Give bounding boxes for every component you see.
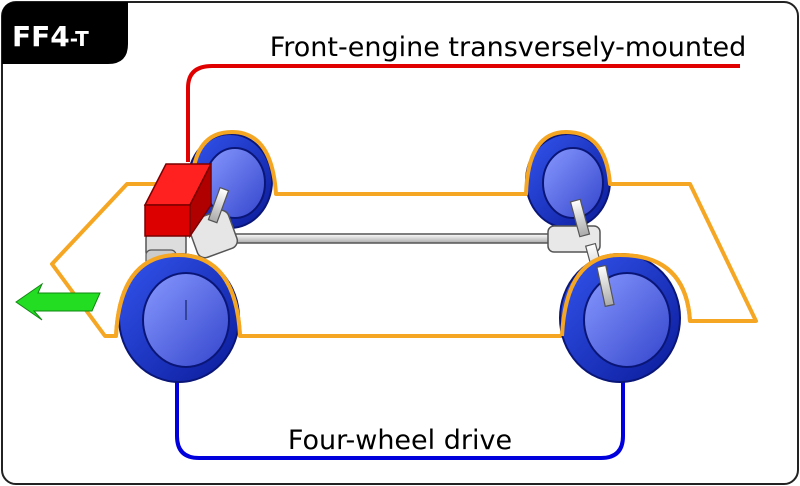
wheel-front-left-icon <box>118 253 240 383</box>
arrow-left-icon <box>15 282 101 321</box>
badge-main: FF4 <box>12 20 70 53</box>
drive-shaft <box>227 233 555 244</box>
badge-suffix: -T <box>70 27 89 51</box>
engine-leader-line <box>186 64 740 162</box>
drive-label: Four-wheel drive <box>288 425 512 456</box>
drive-leader-line <box>175 380 625 460</box>
wheel-front-right-icon <box>559 253 681 383</box>
badge-tab <box>2 2 128 64</box>
wheel-rear-right-icon <box>525 133 611 229</box>
chassis-front-arcs <box>114 252 692 337</box>
engine-label: Front-engine transversely-mounted <box>270 32 747 63</box>
badge-label: FF4-T <box>12 20 89 53</box>
engine-block-icon <box>143 163 213 239</box>
